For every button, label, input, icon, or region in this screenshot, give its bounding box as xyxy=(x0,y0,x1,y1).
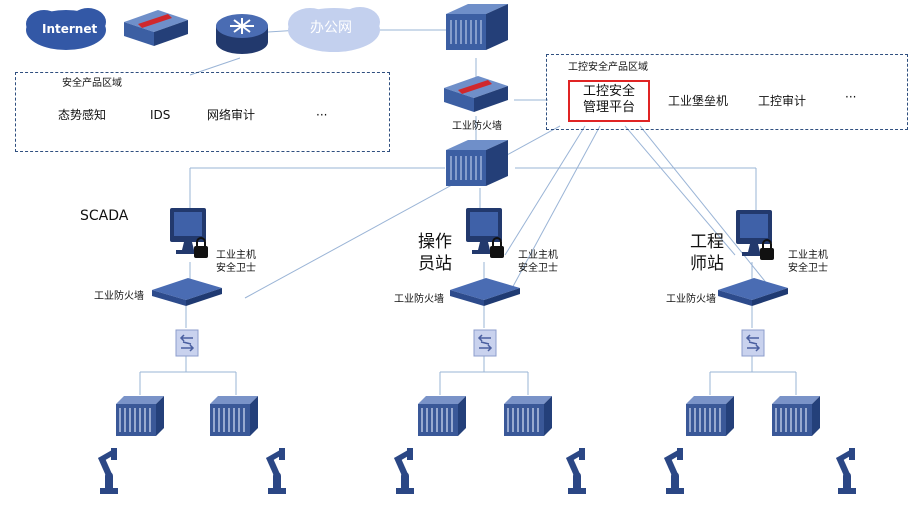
router-icon xyxy=(216,14,268,54)
office-network-cloud xyxy=(288,7,380,52)
ics-security-product-zone xyxy=(546,54,908,130)
ics-platform-line2: 管理平台 xyxy=(582,100,635,115)
robot-arm-icon xyxy=(394,448,414,494)
engineer-hub-icon xyxy=(741,329,765,357)
scada-guard-line1: 工业主机 xyxy=(216,250,256,261)
scada-firewall-icon xyxy=(152,278,222,306)
plc-icon xyxy=(503,395,553,437)
internet-cloud xyxy=(26,8,106,50)
operator-guard-line2: 安全卫士 xyxy=(518,263,558,274)
server-rack-icon xyxy=(445,3,509,51)
office-network-label: 办公网 xyxy=(310,20,352,36)
center-firewall-icon xyxy=(444,76,508,112)
security-zone-title: 安全产品区域 xyxy=(62,78,122,89)
station-operator-name-line2: 员站 xyxy=(418,254,452,274)
ics-item-more: ··· xyxy=(845,90,857,104)
plc-icon xyxy=(771,395,821,437)
operator-workstation-icon xyxy=(465,207,505,259)
robot-arm-icon xyxy=(836,448,856,494)
station-scada-name: SCADA xyxy=(80,208,129,224)
internet-firewall-icon xyxy=(124,10,188,46)
operator-hub-icon xyxy=(473,329,497,357)
station-engineer-name-line2: 师站 xyxy=(690,254,724,274)
scada-hub-icon xyxy=(175,329,199,357)
robot-arm-icon xyxy=(566,448,586,494)
operator-guard-line1: 工业主机 xyxy=(518,250,558,261)
ics-platform-line1: 工控安全 xyxy=(582,84,635,99)
plc-icon xyxy=(685,395,735,437)
scada-guard-line2: 安全卫士 xyxy=(216,263,256,274)
ics-item-ics-audit: 工控审计 xyxy=(758,94,807,108)
security-product-zone xyxy=(15,72,390,152)
station-engineer-name-line1: 工程 xyxy=(690,232,724,252)
link-lines xyxy=(139,29,797,395)
security-item-network-audit: 网络审计 xyxy=(207,108,256,122)
core-switch-icon xyxy=(445,139,509,187)
plc-icon xyxy=(209,395,259,437)
ics-management-platform-box: 工控安全 管理平台 xyxy=(568,80,650,122)
ics-zone-title: 工控安全产品区域 xyxy=(568,62,648,73)
engineer-firewall-label: 工业防火墙 xyxy=(666,294,716,305)
scada-firewall-label: 工业防火墙 xyxy=(94,291,144,302)
security-item-more: ··· xyxy=(316,108,328,122)
scada-workstation-icon xyxy=(169,207,209,259)
security-item-situational-awareness: 态势感知 xyxy=(58,108,107,122)
engineer-guard-line1: 工业主机 xyxy=(788,250,828,261)
ics-item-bastion-host: 工业堡垒机 xyxy=(668,94,729,108)
plc-icon xyxy=(115,395,165,437)
plc-icon xyxy=(417,395,467,437)
operator-firewall-label: 工业防火墙 xyxy=(394,294,444,305)
security-item-ids: IDS xyxy=(150,108,171,122)
engineer-guard-line2: 安全卫士 xyxy=(788,263,828,274)
station-operator-name-line1: 操作 xyxy=(418,232,452,252)
robot-arm-icon xyxy=(266,448,286,494)
center-firewall-label: 工业防火墙 xyxy=(452,121,502,132)
internet-label: Internet xyxy=(42,22,98,36)
robot-arm-icon xyxy=(98,448,118,494)
engineer-firewall-icon xyxy=(718,278,788,306)
robot-arm-icon xyxy=(664,448,684,494)
operator-firewall-icon xyxy=(450,278,520,306)
